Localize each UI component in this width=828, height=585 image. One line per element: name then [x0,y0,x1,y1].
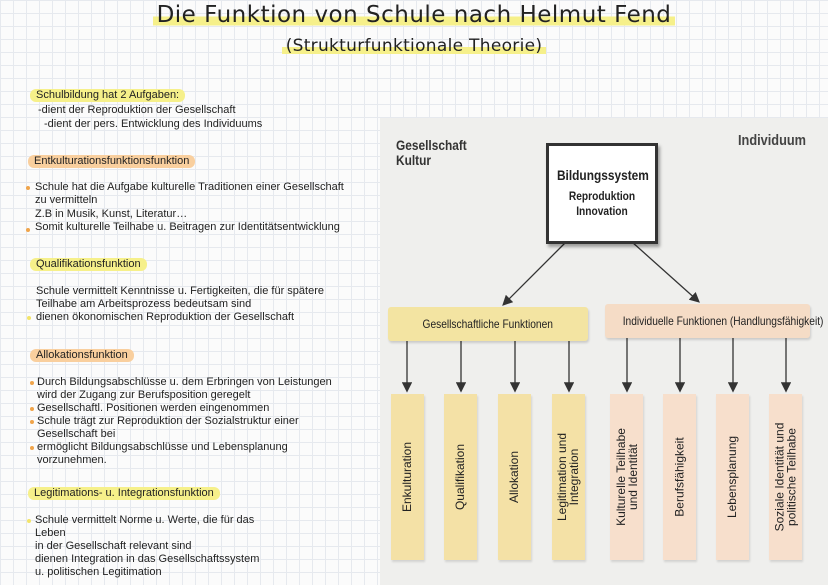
column-kulturelle-teilhabe: Kulturelle Teilhabe und Identität [610,394,643,560]
section-line: Teilhabe am Arbeitsprozess bedeutsam sin… [36,298,252,310]
education-system-box: Bildungssystem Reproduktion Innovation [546,143,658,244]
function-diagram: Gesellschaft Kultur Individuum Bildungss… [380,118,828,585]
bullet-dot [30,407,34,411]
section-line: Durch Bildungsabschlüsse u. dem Erbringe… [37,376,332,388]
column-allokation: Allokation [498,394,531,560]
section-line: Schule trägt zur Reproduktion der Sozial… [37,415,299,427]
section-line: dienen Integration in das Gesellschaftss… [35,553,260,565]
column-lebensplanung: Lebensplanung [716,394,749,560]
section-line: Somit kulturelle Teilhabe u. Beitragen z… [35,221,340,233]
section-line: Z.B in Musik, Kunst, Literatur… [35,208,188,220]
individual-label: Individuum [738,132,806,149]
section-line: Schule vermittelt Norme u. Werte, die fü… [35,514,255,526]
intro-line: -dient der Reproduktion der Gesellschaft [38,104,236,116]
column-soziale-identitaet: Soziale Identität und politische Teilhab… [769,394,802,560]
section-line: wird der Zugang zur Berufsposition gereg… [37,389,251,401]
section-line: ermöglicht Bildungsabschlüsse und Lebens… [37,441,288,453]
section-heading-enkulturation: Entkulturationsfunktionsfunktion [28,155,196,168]
bullet-dot [30,446,34,450]
intro-heading: Schulbildung hat 2 Aufgaben: [30,89,186,102]
section-heading-qualifikation: Qualifikationsfunktion [30,258,147,271]
bullet-dot [26,186,30,190]
individual-functions-band: Individuelle Funktionen (Handlungsfähigk… [605,304,823,338]
section-line: Gesellschaft bei [37,428,116,440]
section-line: Schule hat die Aufgabe kulturelle Tradit… [35,181,344,193]
social-functions-band: Gesellschaftliche Funktionen [388,307,588,341]
section-heading-allokation: Allokationsfunktion [30,349,134,362]
section-heading-legitimation: Legitimations- u. Integrationsfunktion [28,487,220,500]
diagram-arrows [401,241,792,393]
column-qualifikation: Qualifikation [444,394,477,560]
section-line: Leben [35,527,66,539]
section-line: dienen ökonomischen Reproduktion der Ges… [36,311,295,323]
bullet-dot [27,316,31,320]
education-system-title: Bildungssystem [556,167,649,183]
column-berufsfaehigkeit: Berufsfähigkeit [663,394,696,560]
bullet-dot [30,420,34,424]
section-line: zu vermitteln [35,194,98,206]
section-line: in der Gesellschaft relevant sind [35,540,192,552]
bullet-dot [30,381,34,385]
society-label: Gesellschaft Kultur [396,137,467,168]
page-title: Die Funktion von Schule nach Helmut Fend [0,2,828,28]
column-enkulturation: Enkulturation [391,394,424,560]
section-line: Gesellschaftl. Positionen werden eingeno… [37,402,270,414]
education-system-subtitle: Reproduktion Innovation [568,189,636,218]
intro-line: -dient der pers. Entwicklung des Individ… [44,118,263,130]
section-line: vorzunehmen. [37,454,107,466]
bullet-dot [26,228,30,232]
section-line: Schule vermittelt Kenntnisse u. Fertigke… [36,285,324,297]
page-subtitle: (Strukturfunktionale Theorie) [0,36,828,56]
bullet-dot [27,519,31,523]
column-legitimation: Legitimation und Integration [552,394,585,560]
section-line: u. politischen Legitimation [35,566,162,578]
